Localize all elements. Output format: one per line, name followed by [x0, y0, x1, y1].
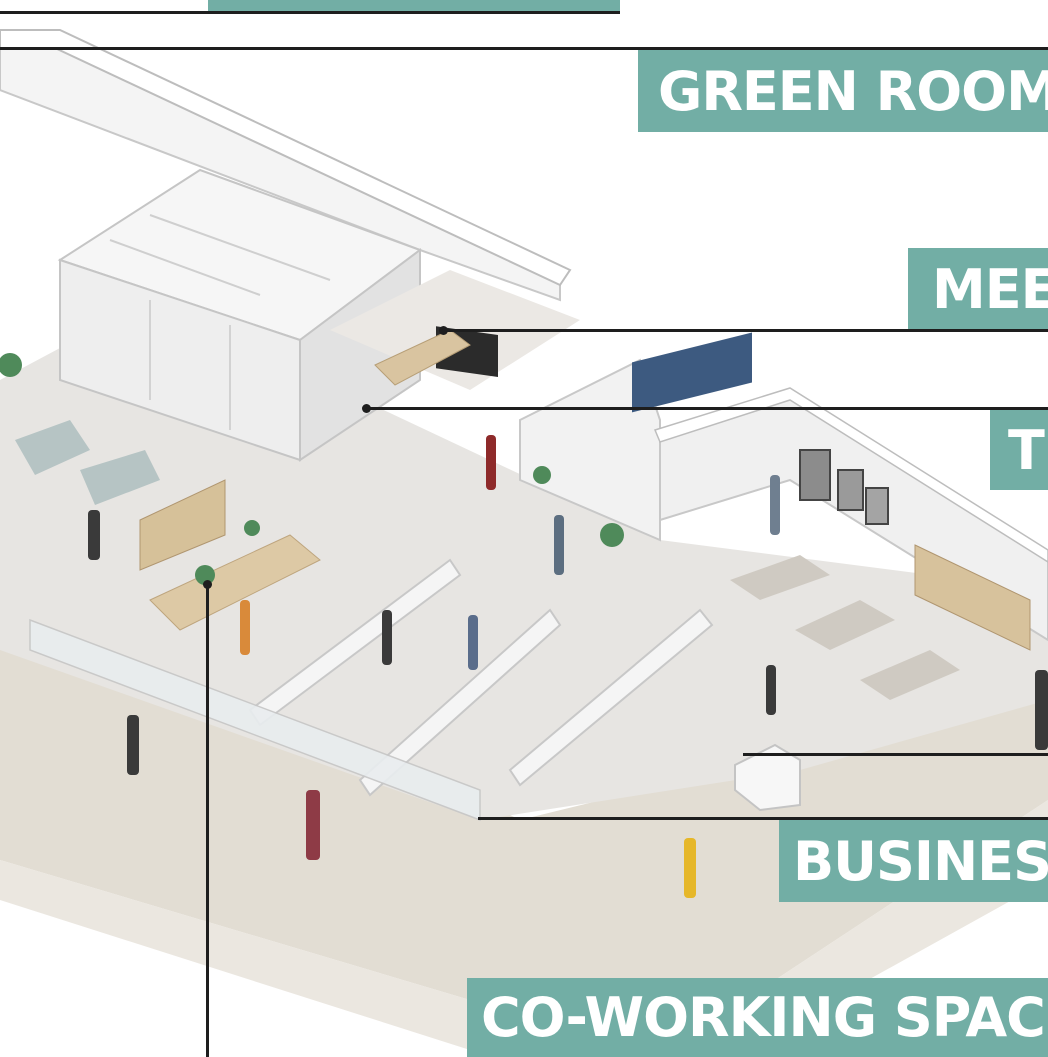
art-frame-2	[837, 469, 864, 511]
display-table-3	[860, 650, 960, 700]
plant-3	[600, 523, 624, 547]
shelf-right	[914, 544, 1031, 651]
clothing-rack	[632, 332, 752, 413]
people	[88, 435, 1048, 898]
glass-front	[29, 618, 481, 822]
lounge-sofa-1	[15, 420, 90, 475]
right-wing-top	[653, 387, 1048, 563]
coworking-table	[149, 534, 321, 631]
leader-line-business	[478, 817, 1048, 820]
leader-line-green-room	[0, 47, 1048, 50]
partition-2	[358, 608, 562, 797]
art-frame-3	[865, 487, 889, 525]
label-business: BUSINES	[779, 820, 1048, 902]
partition-3	[508, 608, 714, 787]
label-meeting: MEE	[908, 248, 1048, 330]
lounge-sofa-2	[80, 450, 160, 505]
leader-line-coworking	[206, 584, 209, 1057]
leader-line-top	[0, 11, 620, 14]
leader-line-meeting	[443, 329, 1048, 332]
label-top-partial	[208, 0, 620, 12]
plant-5	[244, 520, 260, 536]
label-green-room: GREEN ROOM	[638, 50, 1048, 132]
label-t: T	[990, 410, 1048, 490]
coworking-shelf	[139, 479, 226, 571]
display-table-2	[795, 600, 895, 650]
back-wall-left-top	[0, 29, 572, 287]
plant-2	[0, 353, 22, 377]
plant-4	[533, 466, 551, 484]
leader-line-t	[366, 407, 1048, 410]
meeting-table	[374, 329, 471, 386]
reception-desk	[734, 743, 801, 812]
leader-line-reception	[743, 753, 1048, 756]
display-table-1	[730, 555, 830, 600]
art-frame-1	[799, 449, 831, 501]
label-coworking: CO-WORKING SPAC	[467, 978, 1048, 1057]
